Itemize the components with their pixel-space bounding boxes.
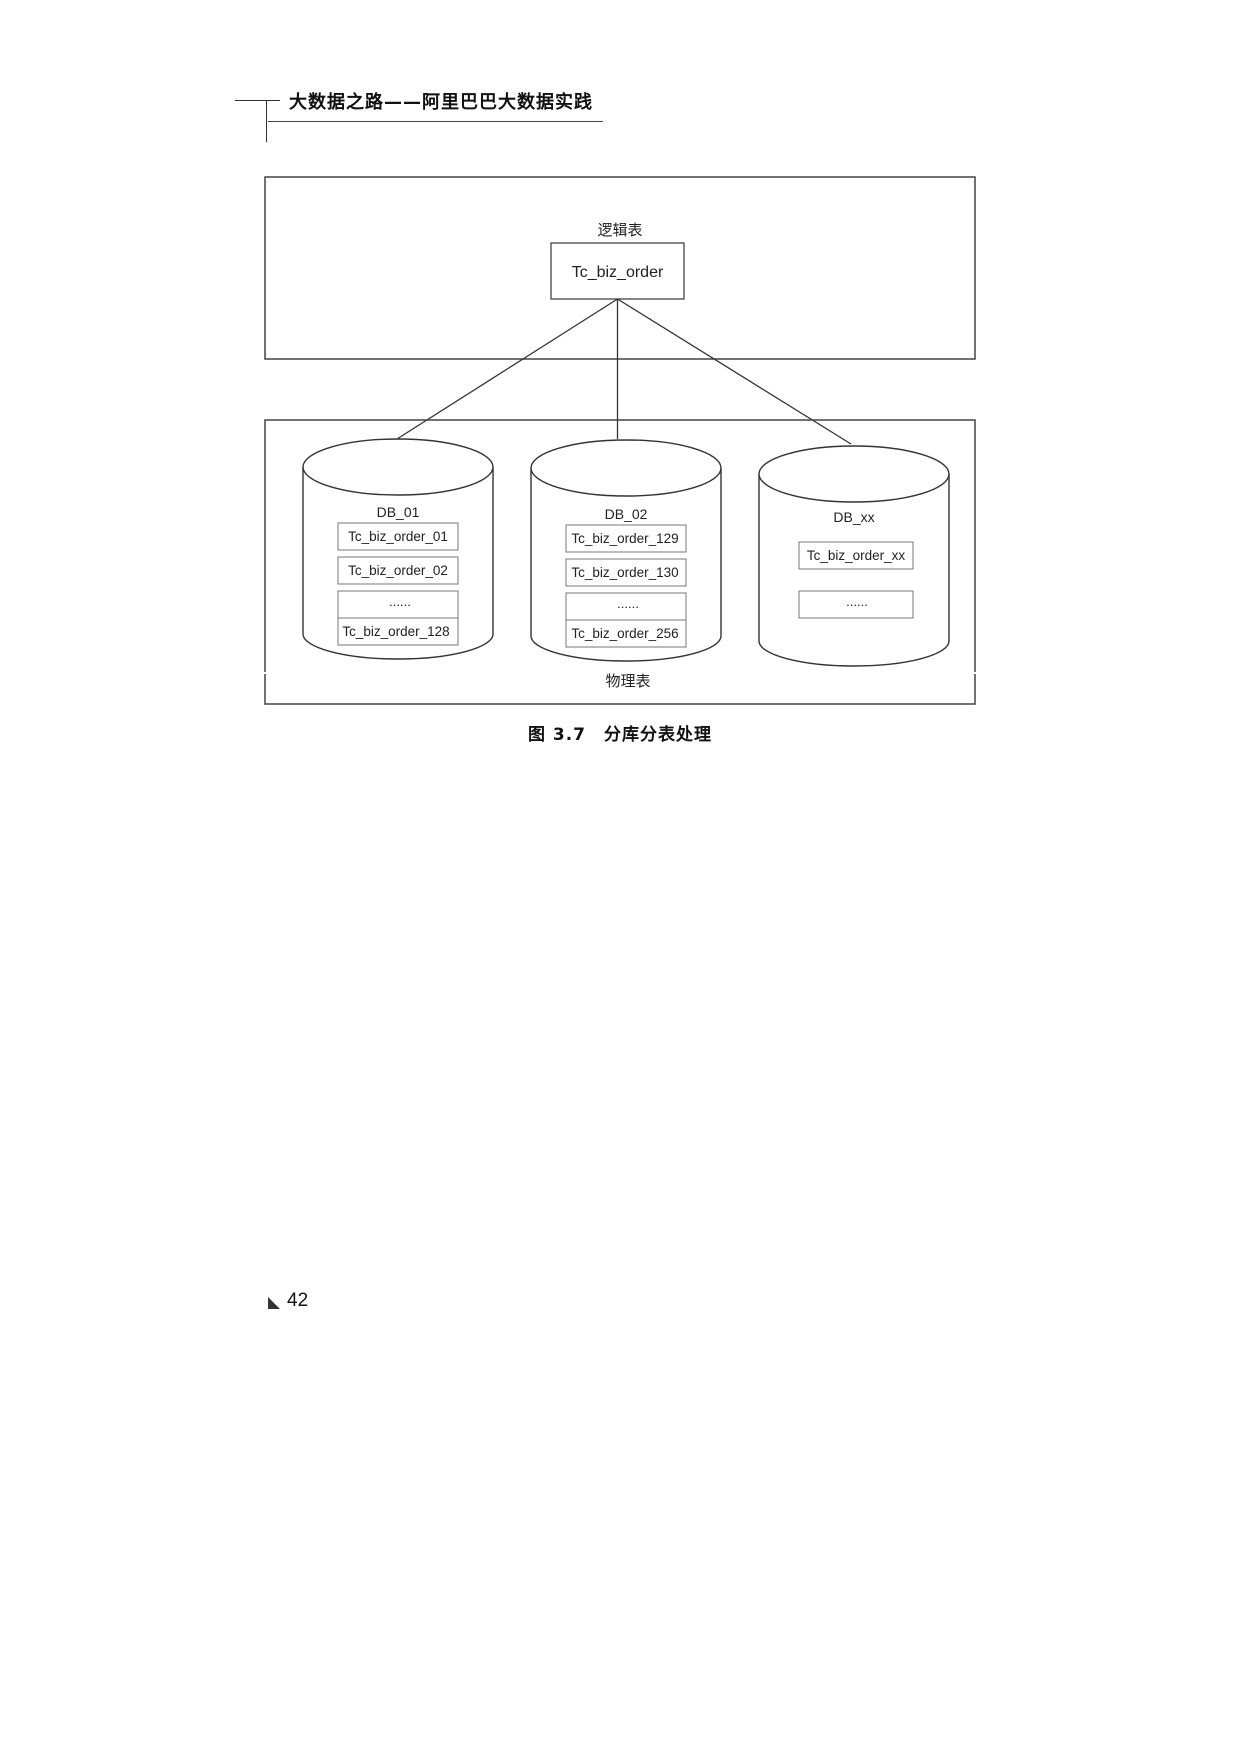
dbxx-table-1-name: Tc_biz_order_xx: [807, 548, 906, 563]
database-db01: DB_01 Tc_biz_order_01 Tc_biz_order_02 ..…: [302, 438, 494, 660]
db02-table-1-name: Tc_biz_order_129: [571, 531, 678, 546]
dbxx-table-ellipsis: [798, 590, 914, 619]
database-db02: DB_02 Tc_biz_order_129 Tc_biz_order_130 …: [530, 439, 722, 662]
db01-table-1-name: Tc_biz_order_01: [348, 529, 448, 544]
dbxx-name: DB_xx: [833, 509, 874, 525]
db01-name: DB_01: [377, 504, 420, 520]
dbxx-ellipsis-text: ......: [846, 594, 868, 609]
db02-table-last-name: Tc_biz_order_256: [571, 626, 678, 641]
header-rule-underline: [268, 121, 603, 122]
logical-layer-box: [264, 176, 976, 360]
header-rule-left: [235, 100, 280, 101]
sharding-diagram: 逻辑表 Tc_biz_order 物理表 DB_01 Tc_biz_order_…: [262, 172, 982, 712]
db01-cylinder-top: [302, 438, 494, 496]
db01-table-last-name: Tc_biz_order_128: [342, 624, 449, 639]
page-number: 42: [287, 1290, 309, 1311]
sharding-diagram-svg: 逻辑表 Tc_biz_order 物理表 DB_01 Tc_biz_order_…: [264, 176, 976, 705]
db02-table-2: [565, 558, 687, 587]
figure-caption-text: 分库分表处理: [604, 725, 713, 745]
dbxx-table-1: [798, 541, 914, 570]
connector-db01: [396, 298, 618, 440]
figure-number: 图 3.7: [527, 725, 587, 745]
db02-table-last: [565, 619, 687, 648]
db02-ellipsis-text: ......: [617, 596, 639, 611]
db01-table-last: [337, 617, 459, 646]
dbxx-cylinder-top: [758, 445, 950, 503]
header-rule-vertical: [266, 100, 267, 142]
db01-table-ellipsis: [337, 590, 459, 619]
database-dbxx: DB_xx Tc_biz_order_xx ......: [758, 445, 950, 667]
running-header-title: 大数据之路——阿里巴巴大数据实践: [289, 92, 593, 113]
logical-table-name: Tc_biz_order: [572, 264, 664, 281]
db02-cylinder-top: [530, 439, 722, 497]
physical-layer-label: 物理表: [605, 672, 650, 690]
dbxx-cylinder-body: [758, 474, 950, 667]
logical-layer-label: 逻辑表: [597, 221, 642, 239]
db01-table-1: [337, 522, 459, 551]
db01-ellipsis-text: ......: [389, 594, 411, 609]
db01-table-2-name: Tc_biz_order_02: [348, 563, 448, 578]
page-corner-mark-icon: [268, 1297, 280, 1309]
db02-table-2-name: Tc_biz_order_130: [571, 565, 678, 580]
physical-layer-box-bottom: [264, 674, 976, 705]
connector-dbxx: [617, 298, 852, 445]
db02-table-1: [565, 524, 687, 553]
db01-table-2: [337, 556, 459, 585]
physical-layer-box-top: [264, 419, 976, 672]
figure-caption: 图 3.7 分库分表处理: [0, 720, 1240, 745]
db02-table-ellipsis: [565, 592, 687, 621]
db02-name: DB_02: [605, 506, 648, 522]
